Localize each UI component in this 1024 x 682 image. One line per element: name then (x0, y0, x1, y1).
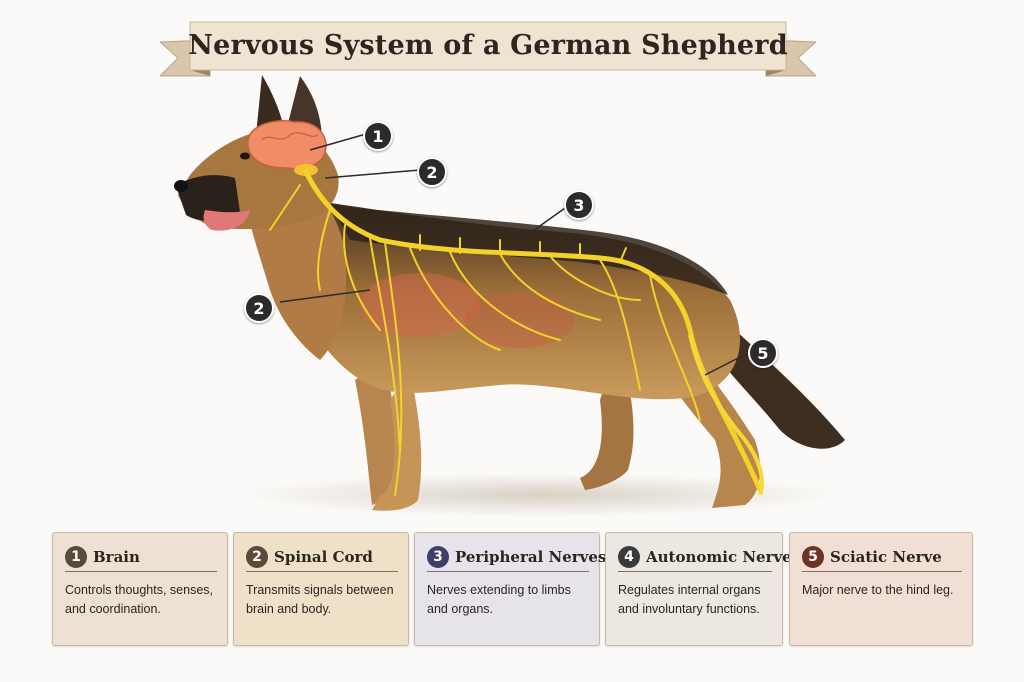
eye (240, 152, 250, 160)
leader-lines (279, 133, 751, 376)
muzzle (176, 175, 240, 221)
card-description: Nerves extending to limbs and organs. (427, 583, 571, 616)
dog-illustration (174, 75, 845, 517)
callout-brain: 1 (363, 121, 393, 151)
ribbon-graphic (160, 21, 816, 77)
card-title: Spinal Cord (274, 548, 373, 566)
callout-sciatic-nerve: 5 (748, 338, 778, 368)
card-header: 5 Sciatic Nerve (802, 543, 962, 572)
sciatic-nerve (688, 334, 764, 496)
card-number: 4 (618, 546, 640, 568)
callout-peripheral-nerves: 3 (564, 190, 594, 220)
card-description: Major nerve to the hind leg. (802, 583, 954, 597)
brain (247, 120, 327, 170)
card-header: 4 Autonomic Nerves (618, 543, 800, 572)
card-autonomic-nerves: 4 Autonomic Nerves Regulates internal or… (605, 532, 800, 646)
front-leg-left (355, 360, 397, 505)
callout-spinal-cord-lower: 2 (244, 293, 274, 323)
card-header: 3 Peripheral Nerves (427, 543, 606, 572)
card-header: 2 Spinal Cord (246, 543, 398, 572)
card-title: Autonomic Nerves (646, 548, 801, 566)
page-title: Nervous System of a German Shepherd (188, 30, 788, 61)
title-banner: Nervous System of a German Shepherd (160, 18, 816, 80)
card-number: 5 (802, 546, 824, 568)
card-title: Sciatic Nerve (830, 548, 942, 566)
legend-cards: 1 Brain Controls thoughts, senses, and c… (52, 532, 974, 646)
tongue (203, 210, 250, 231)
card-title: Peripheral Nerves (455, 548, 607, 566)
peripheral-nerves (269, 184, 701, 496)
card-description: Regulates internal organs and involuntar… (618, 583, 761, 616)
card-number: 1 (65, 546, 87, 568)
saddle (330, 205, 728, 295)
card-description: Controls thoughts, senses, and coordinat… (65, 583, 213, 616)
front-leg-right (372, 370, 422, 511)
card-title: Brain (93, 548, 140, 566)
card-header: 1 Brain (65, 543, 217, 572)
organs (360, 273, 480, 337)
callout-spinal-cord: 2 (417, 157, 447, 187)
card-sciatic-nerve: 5 Sciatic Nerve Major nerve to the hind … (789, 532, 973, 646)
card-peripheral-nerves: 3 Peripheral Nerves Nerves extending to … (414, 532, 606, 646)
nose (174, 180, 188, 192)
card-number: 3 (427, 546, 449, 568)
card-brain: 1 Brain Controls thoughts, senses, and c… (52, 532, 228, 646)
card-number: 2 (246, 546, 268, 568)
card-spinal-cord: 2 Spinal Cord Transmits signals between … (233, 532, 409, 646)
card-description: Transmits signals between brain and body… (246, 583, 394, 616)
